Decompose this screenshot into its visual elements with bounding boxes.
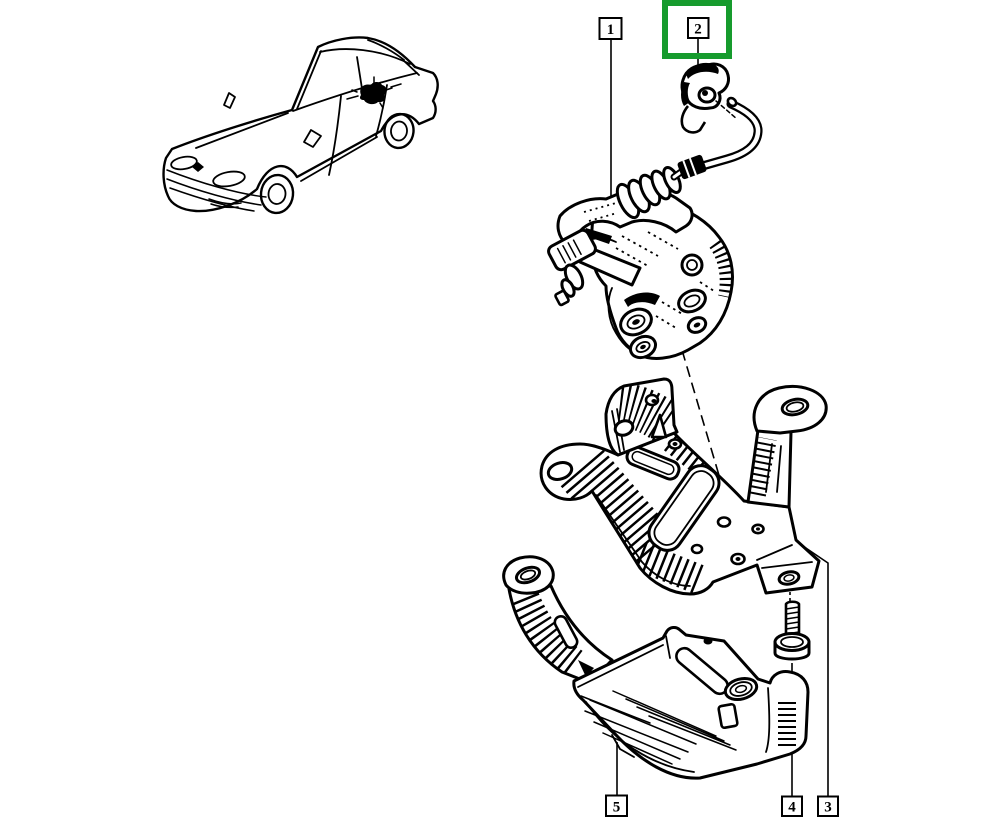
rear-wheel-hub [390, 120, 408, 142]
front-wheel [259, 173, 295, 215]
bolt-head-top [773, 632, 811, 652]
highlight-box [662, 0, 732, 59]
boss-slot [717, 702, 739, 730]
plate-edge-lines [595, 494, 793, 587]
part-pipe [670, 96, 763, 181]
foot-hole [777, 570, 801, 586]
ear-hole [546, 461, 574, 481]
callout-5-box[interactable] [605, 794, 628, 817]
hood-crease [195, 112, 289, 149]
beltline [292, 72, 418, 112]
port [619, 307, 653, 337]
bleed-nipple [554, 289, 570, 307]
part-bolt [773, 600, 811, 661]
car-illustration [162, 36, 439, 215]
callout-2[interactable]: 2 [687, 17, 710, 39]
callout-2-box[interactable] [687, 17, 710, 39]
foot-edge [761, 561, 813, 569]
upper-slot [625, 445, 681, 481]
yoke-hatch [583, 202, 618, 222]
arm-tray-joint [578, 660, 594, 677]
callouts: 1 2 3 4 5 [598, 0, 839, 817]
round-boss [680, 253, 704, 277]
sill-line [300, 136, 378, 182]
callout-4-box[interactable] [781, 795, 803, 817]
port [686, 316, 708, 334]
callout-4-label: 4 [788, 800, 796, 816]
callout-4[interactable]: 4 [781, 795, 803, 817]
rear-wheel [383, 112, 415, 150]
gusset [650, 413, 668, 439]
part-lower-bracket [502, 555, 810, 780]
bumper-lines [166, 169, 267, 212]
back-plate-hole [613, 419, 635, 437]
sensor-cap [686, 62, 719, 79]
part-hydraulic-unit [547, 187, 734, 360]
lower-arm-slot [553, 614, 579, 650]
surface-hatch [615, 231, 715, 329]
sensor-shade [681, 82, 690, 106]
headlight-left [170, 155, 198, 171]
tray-rim-lines [577, 635, 695, 773]
rivet [716, 516, 732, 528]
brand-badge [192, 162, 204, 172]
shading [624, 292, 660, 307]
callout-3-label: 3 [824, 800, 832, 816]
sensor-tab [680, 105, 707, 134]
grille-slot [208, 198, 242, 209]
tray-hatching [580, 690, 737, 765]
right-arm-channel [765, 443, 782, 493]
rear-window-line [367, 39, 405, 61]
callout-3-box[interactable] [817, 795, 839, 817]
c-pillar-line [402, 59, 420, 76]
pipe-fitting [677, 154, 707, 180]
door-handles [346, 83, 402, 100]
callout-1[interactable]: 1 [598, 17, 623, 40]
part-upper-bracket [539, 377, 828, 596]
mirror-right [303, 129, 322, 148]
roofline [319, 48, 411, 65]
tray-wall-hole [703, 637, 713, 645]
callout-1-box[interactable] [598, 17, 623, 40]
part-sensor [680, 62, 738, 134]
pipe-end [726, 96, 738, 108]
bolt-threads [785, 606, 800, 635]
callout-5-label: 5 [613, 799, 621, 815]
callout-1-label: 1 [607, 22, 615, 38]
pipe-inner [696, 101, 761, 170]
assembly-dashed-leader [681, 349, 745, 561]
front-wheel-hub [267, 183, 287, 205]
mirror-left [223, 92, 236, 109]
port [628, 334, 658, 360]
tray-lip [611, 734, 635, 758]
front-door-line [328, 95, 342, 176]
port [677, 288, 707, 314]
callout-5[interactable]: 5 [605, 794, 628, 817]
shading [583, 228, 612, 244]
a-pillar-line [296, 50, 322, 110]
rivet [690, 543, 704, 555]
headlight-right [212, 170, 246, 188]
part-location-marker [351, 76, 393, 109]
sensor-dashed-line [715, 100, 738, 120]
left-cylinder [547, 228, 642, 307]
part-bellows [615, 166, 682, 220]
callout-2-label: 2 [694, 22, 702, 38]
boss-edge [765, 687, 771, 753]
callout-3[interactable]: 3 [817, 795, 839, 817]
center-slot [647, 464, 721, 552]
car-body-outline [162, 36, 439, 213]
